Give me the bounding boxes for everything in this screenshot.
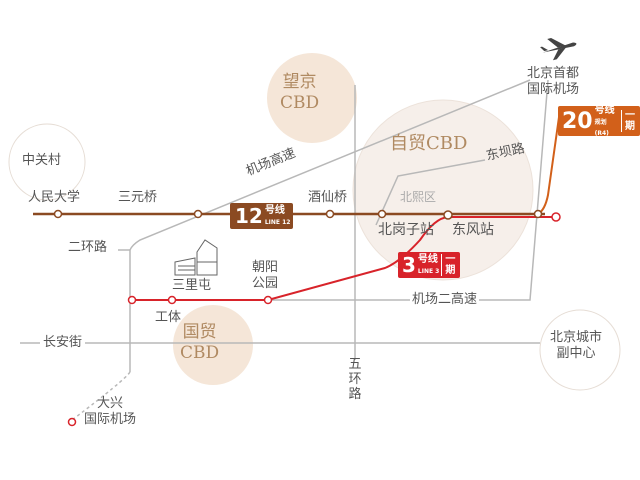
station-dot[interactable] [533,209,543,219]
line-20-name: 号线 [594,104,615,116]
station-dot[interactable] [193,209,203,219]
ftz-cbd-circle [352,99,534,281]
line-12-name: 号线 [264,205,285,216]
capital-airport-label: 北京首都 国际机场 [527,66,580,97]
wangjing-cbd-circle [267,53,357,143]
fifth-ring-label: 五环路 [348,357,362,402]
station-dot[interactable] [53,209,63,219]
line-20-number: 20 [562,108,593,134]
airport-expressway-2 [270,79,549,301]
line-3-track [132,216,556,301]
station-sanlitun: 三里屯 [172,278,212,293]
station-dot[interactable] [443,210,453,220]
station-dot[interactable] [325,209,335,219]
station-chaoyang-park: 朝阳 公园 [252,260,279,291]
line-3-phase: 一期 [441,254,458,276]
station-beigangzi: 北岗子站 [378,222,434,238]
line-3-name: 号线 [417,254,438,265]
guomao-cbd-circle [173,305,253,385]
sanlitun-building-icon [174,239,218,276]
daxing-link [71,371,131,421]
station-dot[interactable] [127,295,137,305]
line-20-en: 规划(R4) [594,118,609,137]
dongba-road [375,159,486,226]
airplane-icon [540,37,577,61]
changan-label: 长安街 [40,335,86,351]
line-3-number: 3 [402,253,416,277]
ftz-cbd-label: 自贸CBD [390,133,468,154]
wangjing-cbd-label: 望京 CBD [280,72,320,114]
line-20-phase: 一期 [621,110,638,132]
project-logo: 北熙区 [400,190,437,204]
station-dot[interactable] [377,209,387,219]
zhongguancun-circle [8,123,86,201]
second-ring-label: 二环路 [68,240,108,255]
station-dot[interactable] [167,295,177,305]
line-3-en: LINE 3 [417,268,440,275]
station-jiuxianqiao: 酒仙桥 [308,190,348,205]
airport-expressway-2-label: 机场二高速 [410,292,480,308]
zhongguancun-label: 中关村 [22,153,62,168]
station-dot[interactable] [551,212,561,222]
station-renmin: 人民大学 [28,190,81,205]
daxing-airport-label: 大兴 国际机场 [84,396,137,427]
station-dot[interactable] [67,417,77,427]
station-dot[interactable] [263,295,273,305]
station-sanyuanqiao: 三元桥 [118,190,158,205]
line-3-badge[interactable]: 3 号线 LINE 3 一期 [398,252,461,278]
station-gongti: 工体 [155,310,182,325]
station-dongfeng: 东风站 [452,222,494,238]
subcenter-circle [539,309,621,391]
guomao-cbd-label: 国贸 CBD [180,322,220,364]
line-12-number: 12 [235,204,263,228]
line-12-badge[interactable]: 12 号线 LINE 12 [230,203,294,229]
airport-expressway [129,79,531,251]
line-20-badge[interactable]: 20 号线规划(R4) 一期 [558,104,640,137]
line-12-en: LINE 12 [264,219,291,226]
subcenter-label: 北京城市 副中心 [550,330,603,361]
